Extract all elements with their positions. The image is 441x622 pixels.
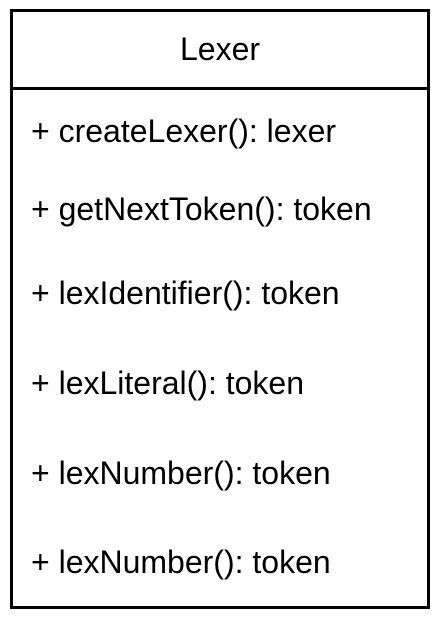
method-get-next-token: + getNextToken(): token bbox=[31, 191, 372, 227]
method-lex-literal: + lexLiteral(): token bbox=[31, 365, 305, 401]
method-create-lexer: + createLexer(): lexer bbox=[31, 113, 337, 149]
method-lex-number: + lexNumber(): token bbox=[31, 455, 331, 491]
method-lex-number-2: + lexNumber(): token bbox=[31, 544, 331, 580]
uml-class-box: Lexer + createLexer(): lexer + getNextTo… bbox=[10, 9, 430, 609]
class-name: Lexer bbox=[179, 31, 261, 67]
method-lex-identifier: + lexIdentifier(): token bbox=[31, 275, 340, 311]
class-header: Lexer bbox=[13, 12, 427, 90]
